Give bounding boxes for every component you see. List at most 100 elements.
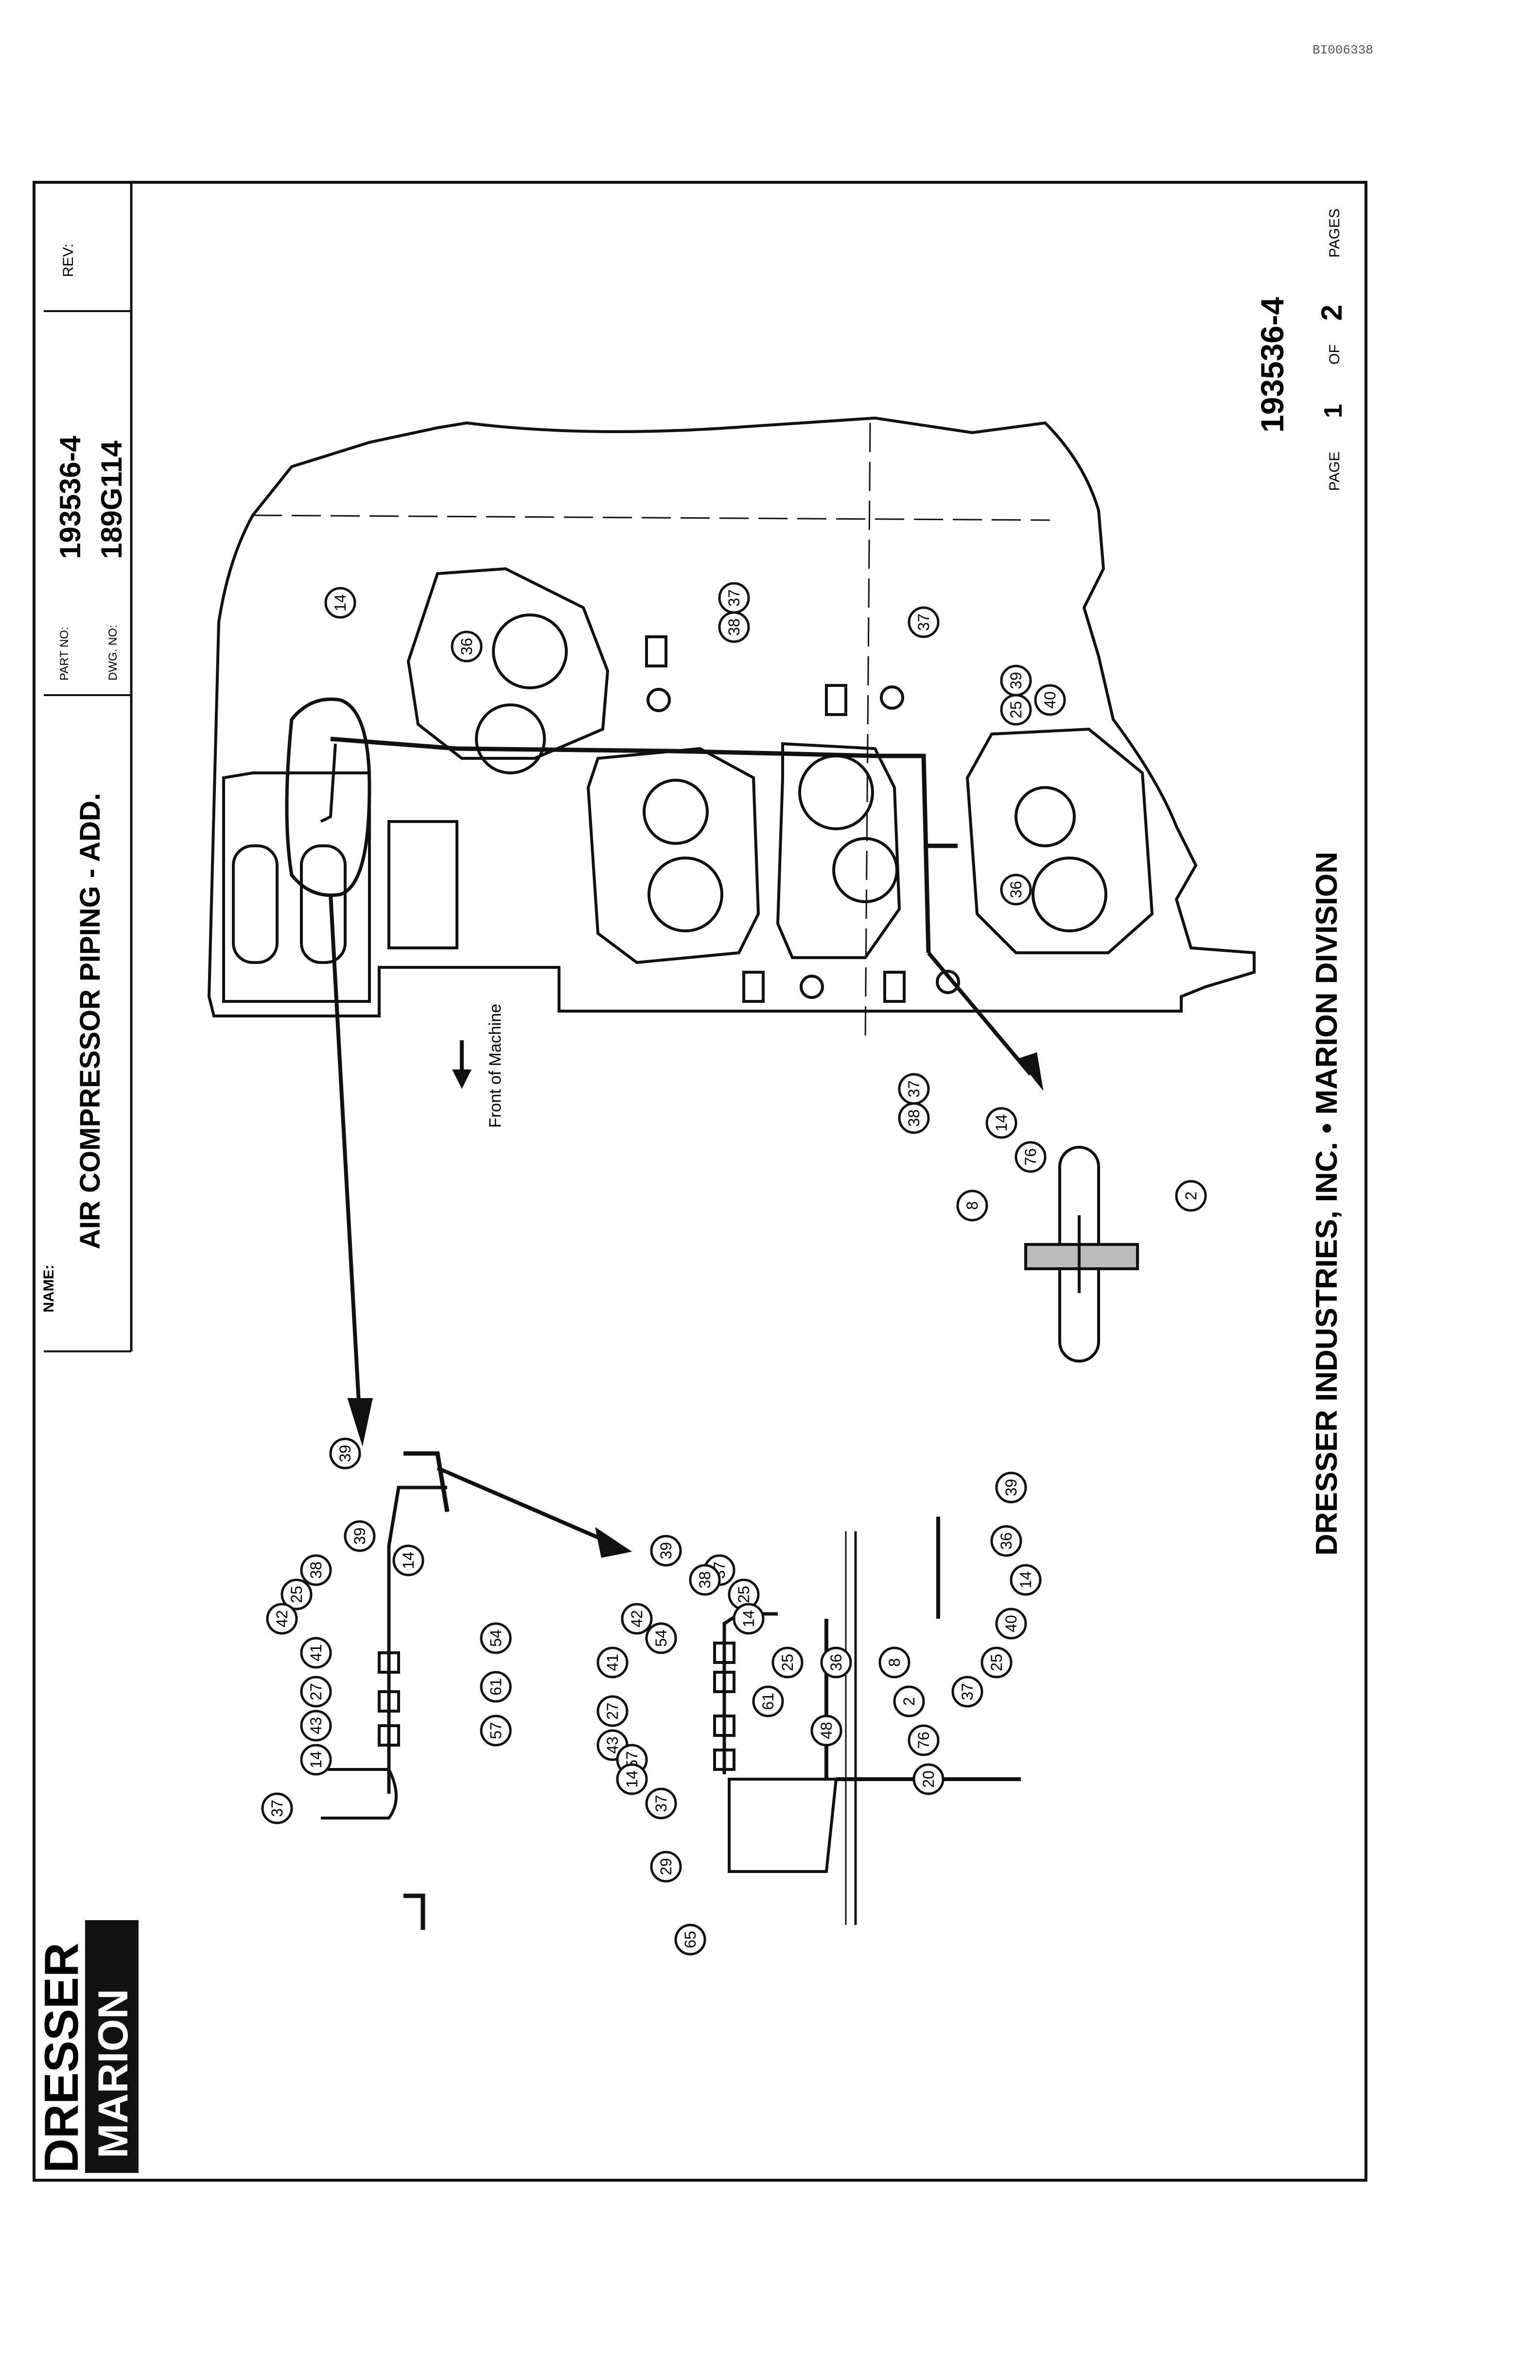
callout-circle bbox=[878, 1646, 910, 1679]
callout-circle bbox=[596, 1695, 629, 1727]
gear-4 bbox=[1015, 786, 1076, 847]
callout-balloon: 8 bbox=[878, 1646, 910, 1679]
callout-number: 65 bbox=[682, 1931, 699, 1948]
callout-balloon: 65 bbox=[674, 1924, 706, 1956]
callout-circle bbox=[980, 1646, 1013, 1679]
gear-4b bbox=[1032, 857, 1107, 932]
callout-balloon: 37 bbox=[951, 1676, 983, 1708]
callout-circle bbox=[674, 1924, 706, 1956]
callout-number: 14 bbox=[993, 1114, 1010, 1132]
callout-balloon: 2 bbox=[893, 1685, 925, 1717]
callout-balloon: 61 bbox=[480, 1671, 512, 1703]
callout-circle bbox=[300, 1710, 332, 1742]
drawing-name: AIR COMPRESSOR PIPING - ADD. bbox=[74, 793, 106, 1249]
callout-circle bbox=[912, 1763, 945, 1795]
callout-circle bbox=[951, 1676, 983, 1708]
callout-circle bbox=[810, 1715, 842, 1747]
callout-number: 39 bbox=[1007, 672, 1025, 689]
clamp-section-view bbox=[1024, 1146, 1139, 1363]
callout-number: 20 bbox=[920, 1770, 937, 1788]
name-label: NAME: bbox=[41, 1265, 57, 1312]
callout-number: 14 bbox=[400, 1552, 417, 1569]
callout-circle bbox=[985, 1107, 1017, 1139]
logo-marion-box bbox=[85, 1920, 139, 2173]
callout-circle bbox=[324, 587, 356, 619]
callout-balloon: 37 bbox=[261, 1792, 293, 1824]
callout-circle bbox=[645, 1787, 677, 1820]
callout-circle bbox=[300, 1554, 332, 1586]
fitting-box-4 bbox=[883, 971, 906, 1003]
callout-number: 25 bbox=[779, 1654, 796, 1671]
callout-balloon: 61 bbox=[752, 1685, 784, 1717]
compressor-inset-outline bbox=[285, 697, 371, 897]
callout-number: 37 bbox=[652, 1795, 670, 1812]
callout-number: 37 bbox=[725, 589, 743, 607]
company-division: DRESSER INDUSTRIES, INC. • MARION DIVISI… bbox=[1310, 852, 1344, 1556]
callout-balloon: 76 bbox=[1015, 1141, 1047, 1173]
callout-circle bbox=[300, 1676, 332, 1708]
callout-balloon: 48 bbox=[810, 1715, 842, 1747]
callout-balloon: 14 bbox=[324, 587, 356, 619]
callout-balloon: 37 bbox=[898, 1073, 930, 1105]
pages-label: PAGES bbox=[1327, 209, 1343, 258]
arrow-to-clamp-section bbox=[927, 951, 1032, 1076]
gear-housing-2 bbox=[586, 747, 760, 964]
arrow-to-detail-b bbox=[437, 1466, 618, 1548]
callout-balloon: 8 bbox=[956, 1190, 988, 1222]
fitting-box-2 bbox=[825, 684, 847, 716]
detail-b-tank bbox=[728, 1778, 838, 1873]
callout-circle bbox=[908, 606, 940, 638]
callout-circle bbox=[329, 1437, 361, 1470]
detail-b bbox=[713, 1517, 1021, 1925]
tank-2 bbox=[300, 844, 347, 964]
callout-balloon: 38 bbox=[300, 1554, 332, 1586]
callout-circle bbox=[1175, 1180, 1207, 1212]
fitting-box-1 bbox=[645, 635, 667, 667]
callout-balloon: 14 bbox=[1010, 1564, 1042, 1596]
callout-number: 38 bbox=[725, 618, 743, 636]
callout-balloon: 25 bbox=[280, 1578, 313, 1610]
callout-number: 36 bbox=[458, 638, 475, 655]
gear-housing-3 bbox=[776, 742, 901, 959]
callout-balloon: 2 bbox=[1175, 1180, 1207, 1212]
callout-number: 27 bbox=[604, 1702, 621, 1720]
detail-b-valve-2 bbox=[713, 1715, 735, 1737]
callout-number: 39 bbox=[336, 1445, 354, 1462]
callout-balloon: 37 bbox=[645, 1787, 677, 1820]
callout-balloon: 25 bbox=[771, 1646, 804, 1679]
callout-balloon: 41 bbox=[596, 1646, 629, 1679]
callout-number: 39 bbox=[1002, 1479, 1020, 1496]
front-of-machine-label: Front of Machine bbox=[486, 1004, 505, 1128]
air-pipe-run bbox=[330, 736, 931, 953]
arrow-to-detail-a-head bbox=[347, 1398, 373, 1447]
detail-a bbox=[321, 1451, 450, 1930]
detail-a-valve-3 bbox=[378, 1651, 400, 1674]
detail-a-valve-2 bbox=[378, 1690, 400, 1713]
callout-balloon: 37 bbox=[718, 582, 750, 614]
gear-3b bbox=[832, 837, 898, 903]
callout-circle bbox=[621, 1603, 653, 1635]
callout-number: 38 bbox=[905, 1109, 923, 1127]
rev-label: REV: bbox=[60, 244, 76, 277]
logo-dresser: DRESSER bbox=[35, 1942, 88, 2173]
callout-circle bbox=[1010, 1564, 1042, 1596]
callout-balloon: 25 bbox=[1000, 694, 1032, 726]
callout-circle bbox=[718, 611, 750, 643]
callout-balloon: 14 bbox=[616, 1763, 648, 1795]
callout-circle bbox=[266, 1603, 298, 1635]
callout-number: 25 bbox=[288, 1586, 305, 1603]
callout-balloon: 54 bbox=[480, 1622, 512, 1654]
callout-circle bbox=[893, 1685, 925, 1717]
logo-marion: MARION bbox=[90, 1989, 137, 2158]
machine-deck-inner-outline bbox=[222, 771, 371, 1003]
gear-2 bbox=[643, 779, 709, 845]
callout-circle bbox=[300, 1637, 332, 1669]
callout-balloon: 36 bbox=[820, 1646, 852, 1679]
callout-number: 29 bbox=[657, 1858, 675, 1875]
footer-doc-number: 193536-4 bbox=[1254, 297, 1290, 433]
callout-number: 14 bbox=[332, 594, 349, 612]
callout-balloon: 38 bbox=[689, 1564, 721, 1596]
callout-number: 8 bbox=[963, 1201, 981, 1210]
gear-1 bbox=[492, 613, 568, 689]
